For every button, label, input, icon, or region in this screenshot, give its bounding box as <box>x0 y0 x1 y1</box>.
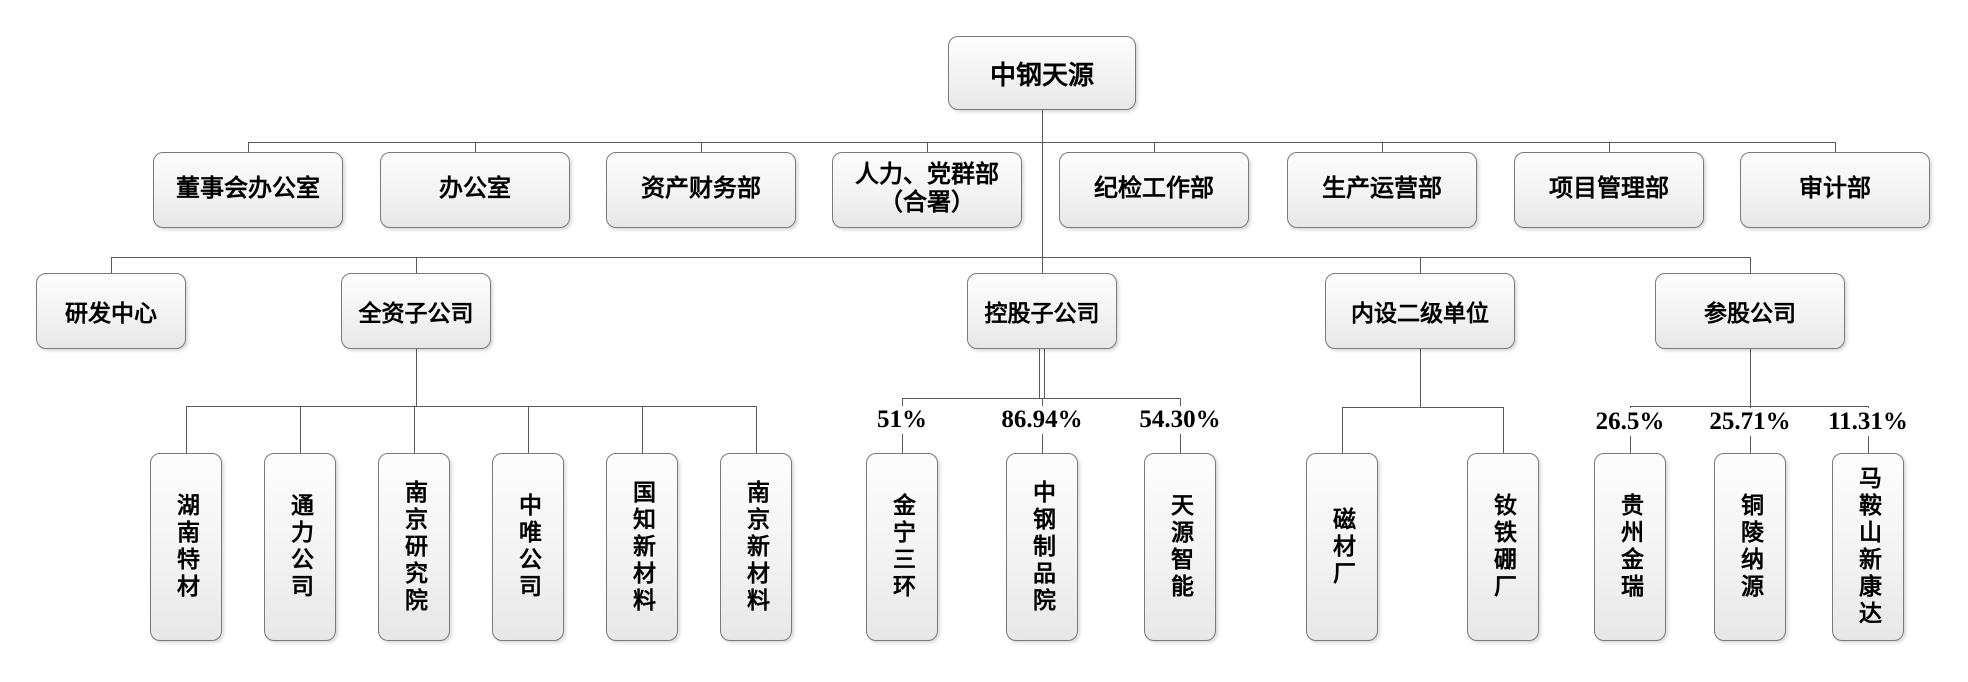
connector-line <box>1835 142 1836 152</box>
unit-box-ndfeb-factory: 钕铁硼厂 <box>1467 453 1539 641</box>
ownership-label-tongling-nayuan: 25.71% <box>1705 408 1795 436</box>
dept-box-board-office: 董事会办公室 <box>153 152 343 228</box>
ownership-label-product-institute: 86.94% <box>997 406 1087 434</box>
ownership-label-guizhou-jinrui: 26.5% <box>1591 408 1669 436</box>
company-box-zhongwei: 中唯公司 <box>492 453 564 641</box>
connector-line <box>1609 142 1610 152</box>
company-box-product-institute: 中钢制品院 <box>1006 453 1078 641</box>
connector-line <box>248 142 249 152</box>
connector-line <box>1042 110 1043 273</box>
connector-line <box>1420 257 1421 273</box>
connector-line <box>1154 142 1155 152</box>
dept-box-general-office: 办公室 <box>380 152 570 228</box>
company-box-guozhi-new-mat: 国知新材料 <box>606 453 678 641</box>
connector-line <box>528 406 529 453</box>
company-box-tongli: 通力公司 <box>264 453 336 641</box>
connector-line <box>1342 407 1343 453</box>
company-box-nanjing-institute: 南京研究院 <box>378 453 450 641</box>
category-box-internal-units: 内设二级单位 <box>1325 273 1515 349</box>
root-box: 中钢天源 <box>948 36 1136 110</box>
company-box-tianyuan-intelli: 天源智能 <box>1144 453 1216 641</box>
connector-line <box>186 406 187 453</box>
connector-line <box>927 142 928 152</box>
connector-line-double <box>1039 349 1040 398</box>
ownership-label-tianyuan-intelli: 54.30% <box>1135 406 1225 434</box>
connector-line <box>642 406 643 453</box>
connector-line <box>756 406 757 453</box>
company-box-guizhou-jinrui: 贵州金瑞 <box>1594 453 1666 641</box>
connector-line <box>300 406 301 453</box>
company-box-nanjing-new-mat: 南京新材料 <box>720 453 792 641</box>
company-box-tongling-nayuan: 铜陵纳源 <box>1714 453 1786 641</box>
ownership-label-jinning-sanhuan: 51% <box>873 406 931 434</box>
dept-box-project-mgmt: 项目管理部 <box>1514 152 1704 228</box>
connector-line <box>414 406 415 453</box>
connector-line <box>1420 349 1421 407</box>
dept-box-audit: 审计部 <box>1740 152 1930 228</box>
connector-line <box>701 142 702 152</box>
connector-line <box>111 257 112 273</box>
connector-line <box>416 257 417 273</box>
dept-box-asset-finance: 资产财务部 <box>606 152 796 228</box>
category-box-rd-center: 研发中心 <box>36 273 186 349</box>
connector-line <box>1342 407 1504 408</box>
company-box-maanshan-xinkangda: 马鞍山新康达 <box>1832 453 1904 641</box>
connector-line <box>111 257 1751 258</box>
connector-line <box>1382 142 1383 152</box>
ownership-label-maanshan-xinkangda: 11.31% <box>1824 408 1912 436</box>
company-box-hunan-tecai: 湖南特材 <box>150 453 222 641</box>
unit-box-magnet-factory: 磁材厂 <box>1306 453 1378 641</box>
category-box-equity: 参股公司 <box>1655 273 1845 349</box>
connector-line <box>902 398 1181 399</box>
category-box-wholly-owned: 全资子公司 <box>341 273 491 349</box>
root-label: 中钢天源 <box>989 60 1094 90</box>
connector-line <box>248 142 1836 143</box>
dept-box-hr-party: 人力、党群部 （合署） <box>832 152 1022 228</box>
connector-line <box>1750 257 1751 273</box>
dept-box-discipline: 纪检工作部 <box>1059 152 1249 228</box>
connector-line <box>1750 349 1751 406</box>
dept-box-production: 生产运营部 <box>1287 152 1477 228</box>
connector-line <box>416 349 417 406</box>
connector-line <box>1503 407 1504 453</box>
company-box-jinning-sanhuan: 金宁三环 <box>866 453 938 641</box>
connector-line <box>186 406 757 407</box>
category-box-holding: 控股子公司 <box>967 273 1117 349</box>
connector-line <box>1630 406 1869 407</box>
connector-line-double <box>1044 349 1045 398</box>
connector-line <box>475 142 476 152</box>
